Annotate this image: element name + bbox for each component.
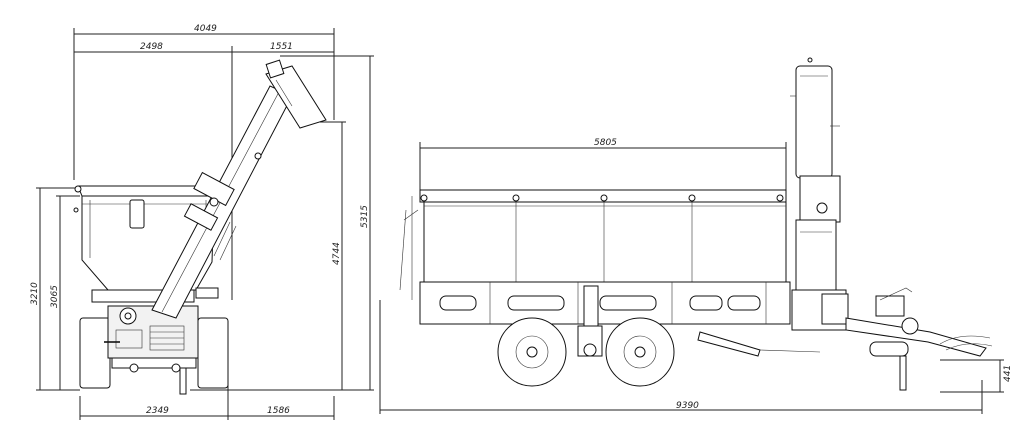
dim-front-height-inner: 3065 <box>50 285 60 308</box>
dim-front-upper-left: 2498 <box>140 42 163 52</box>
dim-front-height-auger: 4744 <box>332 242 342 265</box>
dim-side-total-length: 9390 <box>676 401 699 411</box>
dim-side-box-length: 5805 <box>594 138 617 148</box>
side-view: 5805 9390 441 <box>379 57 1013 414</box>
dim-front-height-total: 5315 <box>360 205 370 228</box>
dim-front-total-width: 4049 <box>194 24 217 34</box>
front-view: 4049 2498 1551 3210 3065 4744 5315 2349 … <box>30 24 374 420</box>
dim-front-upper-right: 1551 <box>270 42 293 52</box>
dim-front-bottom-right: 1586 <box>267 406 290 416</box>
dim-side-drawbar-height: 441 <box>1003 365 1013 382</box>
dim-front-bottom-left: 2349 <box>146 406 169 416</box>
dim-front-height-outer: 3210 <box>30 282 40 305</box>
